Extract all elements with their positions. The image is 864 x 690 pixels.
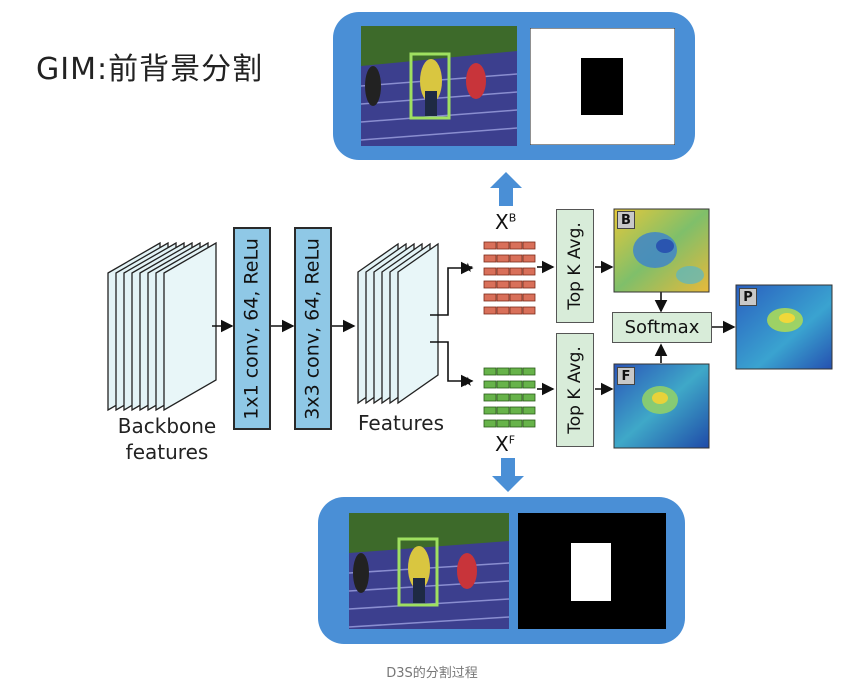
figure-caption: D3S的分割过程: [386, 666, 478, 681]
background-mask-top: [530, 28, 675, 145]
arrow-down-icon: [492, 458, 524, 492]
backbone-label-line1: Backbone: [117, 414, 217, 438]
features-label: Features: [358, 411, 444, 435]
background-result-panel: [333, 12, 695, 160]
track-photo-bottom: [349, 513, 509, 629]
foreground-result-panel: [318, 497, 685, 644]
track-photo-top: [361, 26, 517, 146]
star-icon: ★: [462, 375, 474, 390]
topk-block-background: Top K Avg.: [556, 209, 594, 323]
backbone-label: Backbone features: [92, 413, 242, 465]
heatmap-b-label: B: [617, 211, 635, 229]
conv1x1-block: 1x1 conv, 64, ReLu: [233, 227, 271, 430]
xb-label: XB: [495, 210, 516, 234]
conv3x3-block: 3x3 conv, 64, ReLu: [294, 227, 332, 430]
xf-label: XF: [495, 432, 515, 456]
xf-base: X: [495, 432, 509, 456]
topk-label-foreground: Top K Avg.: [565, 346, 586, 434]
backbone-feature-stack: [107, 241, 217, 412]
foreground-feature-grid: [483, 367, 536, 428]
arrow-up-icon: [490, 172, 522, 206]
softmax-block: Softmax: [612, 312, 712, 343]
conv1x1-label: 1x1 conv, 64, ReLu: [241, 237, 264, 420]
topk-block-foreground: Top K Avg.: [556, 333, 594, 447]
page-title: GIM:前背景分割: [36, 52, 264, 87]
xb-base: X: [495, 210, 509, 234]
background-feature-grid: [483, 241, 536, 315]
foreground-mask-bottom: [518, 513, 666, 629]
xf-superscript: F: [508, 433, 516, 447]
heatmap-f-label: F: [617, 367, 635, 385]
xb-superscript: B: [508, 211, 517, 225]
heatmap-p-label: P: [739, 288, 757, 306]
star-icon: ★: [462, 261, 474, 276]
backbone-label-line2: features: [125, 440, 209, 464]
conv3x3-label: 3x3 conv, 64, ReLu: [302, 237, 325, 420]
features-stack: [357, 242, 439, 405]
topk-label-background: Top K Avg.: [565, 222, 586, 310]
